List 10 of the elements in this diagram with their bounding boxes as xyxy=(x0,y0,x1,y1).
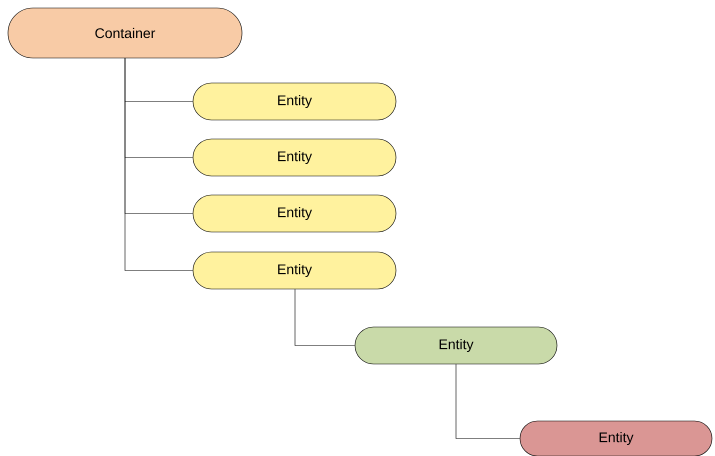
entity-box: Entity xyxy=(520,420,712,456)
entity-box: Entity xyxy=(192,138,396,176)
connector-line xyxy=(294,289,355,346)
container-box: Container xyxy=(8,8,242,58)
entity-box: Entity xyxy=(192,194,396,232)
connector-line xyxy=(124,58,193,271)
connector-line xyxy=(456,364,520,439)
entity-box: Entity xyxy=(354,326,558,364)
entity-box: Entity xyxy=(192,82,396,120)
entity-box: Entity xyxy=(192,252,396,290)
